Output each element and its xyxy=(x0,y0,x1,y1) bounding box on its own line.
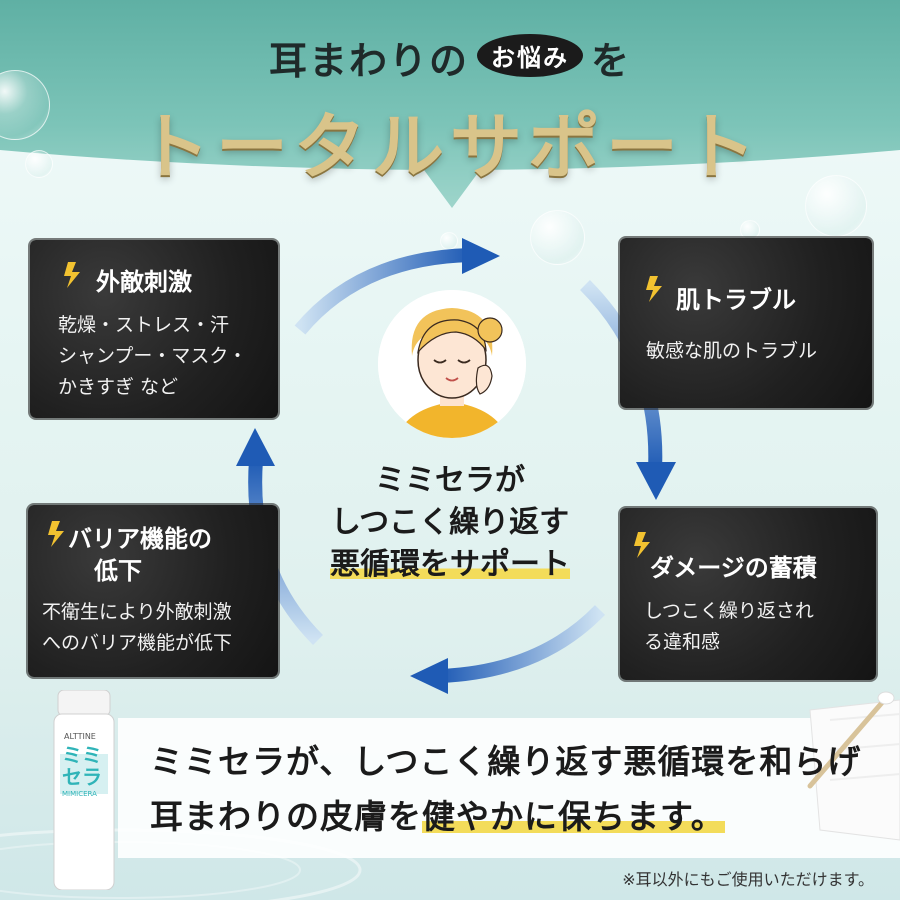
factor-body: 乾燥・ストレス・汗 シャンプー・マスク・ かきすぎ など xyxy=(58,310,247,403)
center-line-highlight: 悪循環をサポート xyxy=(300,544,600,586)
factor-line: かきすぎ など xyxy=(58,376,179,398)
cotton-pad-icon xyxy=(807,691,900,841)
page-title: トータルサポート xyxy=(137,104,762,189)
arrow-bottom-head xyxy=(410,658,448,694)
arrow-bottom xyxy=(439,605,606,683)
bottom-message-line1: ミミセラが、しつこく繰り返す悪循環を和らげ xyxy=(150,742,862,781)
arrow-top xyxy=(294,248,471,335)
factor-line: る違和感 xyxy=(644,631,721,653)
factor-box-damage-accumulation: ダメージの蓄積 しつこく繰り返され る違和感 xyxy=(620,508,876,680)
factor-heading-line: バリア機能の xyxy=(68,525,212,553)
factor-box-skin-trouble: 肌トラブル 敏感な肌のトラブル xyxy=(620,238,872,408)
lightning-icon xyxy=(646,276,662,302)
factor-heading: 外敵刺激 xyxy=(96,268,192,296)
factor-heading: 肌トラブル xyxy=(676,286,796,314)
factor-line: シャンプー・マスク・ xyxy=(58,345,248,367)
factor-heading: バリア機能の 低下 xyxy=(68,523,212,587)
bottom-message-line2: 耳まわりの皮膚を健やかに保ちます。 xyxy=(150,790,725,838)
product-brand: ALTTINE xyxy=(64,732,96,741)
product-bottle xyxy=(53,690,115,890)
center-highlight-text: 悪循環をサポート xyxy=(330,547,570,582)
product-subname: MIMICERA xyxy=(62,790,97,798)
title-suffix: を xyxy=(591,39,632,83)
center-line: しつこく繰り返す xyxy=(330,505,570,540)
factor-line: 乾燥・ストレス・汗 xyxy=(58,314,230,336)
factor-heading-line: 低下 xyxy=(94,557,142,585)
footnote: ※耳以外にもご使用いただけます。 xyxy=(622,870,874,889)
bubble xyxy=(530,210,585,265)
title-prefix: 耳まわりの xyxy=(268,39,469,83)
bottom-message-highlight: 健やかに保ちます。 xyxy=(422,797,725,836)
factor-body: 不衛生により外敵刺激 へのバリア機能が低下 xyxy=(42,597,232,659)
arrow-right-head xyxy=(636,462,676,500)
factor-body: 敏感な肌のトラブル xyxy=(646,336,817,367)
factor-body: しつこく繰り返され る違和感 xyxy=(644,596,814,658)
factor-box-external-stimuli: 外敵刺激 乾燥・ストレス・汗 シャンプー・マスク・ かきすぎ など xyxy=(30,240,278,418)
product-name-line2: セラ xyxy=(62,765,102,789)
center-line: ミミセラが xyxy=(375,463,525,498)
factor-line: へのバリア機能が低下 xyxy=(42,632,233,654)
lightning-icon xyxy=(48,521,64,547)
bubble xyxy=(805,175,867,237)
factor-line: 敏感な肌のトラブル xyxy=(646,340,818,362)
center-message: ミミセラが しつこく繰り返す 悪循環をサポート xyxy=(300,460,600,586)
woman-face-icon xyxy=(378,290,526,438)
factor-line: 不衛生により外敵刺激 xyxy=(42,601,232,623)
arrow-left-head xyxy=(236,428,275,466)
title-badge: お悩み xyxy=(477,34,583,77)
woman-illustration xyxy=(378,290,526,438)
arrow-top-head xyxy=(462,238,500,274)
factor-box-barrier-decline: バリア機能の 低下 不衛生により外敵刺激 へのバリア機能が低下 xyxy=(28,505,278,677)
header-band xyxy=(0,0,900,208)
bottom-message-prefix: 耳まわりの皮膚を xyxy=(150,797,422,836)
factor-heading: ダメージの蓄積 xyxy=(650,554,817,582)
factor-line: しつこく繰り返され xyxy=(644,600,814,622)
bubble xyxy=(25,150,53,178)
product-name-line1: ミミ xyxy=(62,743,102,767)
lightning-icon xyxy=(64,262,80,288)
lightning-icon xyxy=(634,532,650,558)
title-line1: 耳まわりのお悩みを xyxy=(0,30,900,85)
